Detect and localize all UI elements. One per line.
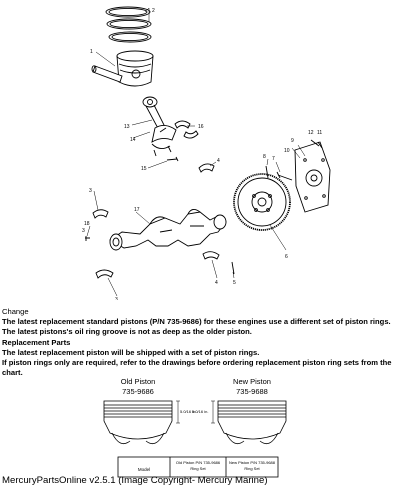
old-piston-title: Old Piston <box>121 377 156 386</box>
callout-14: 14 <box>130 137 136 143</box>
flywheel <box>233 173 291 231</box>
callout-15: 15 <box>141 166 147 172</box>
change-text-1: The latest replacement standard pistons … <box>2 317 391 327</box>
callouts: 1 2 3 4 5 6 7 8 9 10 11 12 13 14 15 16 1… <box>82 8 322 300</box>
new-piston-dim: 5.0/16 in. <box>192 409 208 414</box>
rod-bolt <box>166 156 179 162</box>
copyright-caption: MercuryPartsOnline v2.5.1 (Image Copyrig… <box>2 475 268 486</box>
callout-3c: 3 <box>115 297 118 300</box>
callout-5: 5 <box>233 280 236 286</box>
callout-12: 12 <box>308 130 314 136</box>
piston-pin <box>91 65 123 83</box>
callout-2: 2 <box>152 8 155 14</box>
piston-comparison: Old Piston 735-9686 New Piston 735-9688 <box>103 377 287 478</box>
callout-16: 16 <box>198 124 204 130</box>
change-text-2: The latest pistons's oil ring groove is … <box>2 327 252 337</box>
service-notes: Change The latest replacement standard p… <box>2 307 398 378</box>
crankshaft <box>109 209 227 251</box>
table-sub-new: Ring Set <box>244 466 260 471</box>
heading-change: Change <box>2 307 29 316</box>
callout-9: 9 <box>291 138 294 144</box>
callout-7: 7 <box>272 156 275 162</box>
exploded-parts-diagram: 1 2 3 4 5 6 7 8 9 10 11 12 13 14 15 16 1… <box>82 6 331 300</box>
callout-17: 17 <box>134 207 140 213</box>
key <box>231 261 235 275</box>
piston-rings <box>105 6 152 43</box>
plug <box>85 236 90 241</box>
callout-10: 10 <box>284 148 290 154</box>
callout-8: 8 <box>263 154 266 160</box>
flywheel-bolt <box>276 171 293 181</box>
rod-bearings <box>159 120 199 139</box>
old-piston-dim: 5.0/16 in. <box>180 409 196 414</box>
callout-13: 13 <box>124 124 130 130</box>
callout-1: 1 <box>90 49 93 55</box>
flywheel-coupler <box>294 141 331 213</box>
table-col-new: New Piston P/N 735-9688 <box>229 460 276 465</box>
new-piston-title: New Piston <box>233 377 271 386</box>
new-piston-pn: 735-9688 <box>236 387 268 396</box>
replacement-text-2: If piston rings only are required, refer… <box>2 358 392 378</box>
main-bearing-upper <box>198 163 215 173</box>
main-bearing-lower <box>202 251 220 260</box>
table-col-old: Old Piston P/N 735-9686 <box>176 460 221 465</box>
callout-4b: 4 <box>215 280 218 286</box>
heading-replacement: Replacement Parts <box>2 337 71 347</box>
callout-6: 6 <box>285 254 288 260</box>
old-piston-drawing <box>103 400 173 445</box>
connecting-rod <box>142 96 177 157</box>
new-piston-drawing <box>217 400 287 445</box>
callout-11: 11 <box>317 130 322 136</box>
replacement-text-1: The latest replacement piston will be sh… <box>2 347 260 357</box>
piston <box>116 50 154 87</box>
callout-3: 3 <box>89 188 92 194</box>
flywheel-washer <box>265 165 269 179</box>
callout-3b: 3 <box>82 228 85 234</box>
old-piston-pn: 735-9686 <box>122 387 154 396</box>
callout-4: 4 <box>217 158 220 164</box>
table-col-model: Model <box>138 467 150 472</box>
coupler-bolts <box>310 139 323 149</box>
callout-18: 18 <box>84 221 90 227</box>
main-bearing <box>92 209 109 219</box>
main-bearing-lower-rear <box>95 269 114 279</box>
table-sub-old: Ring Set <box>190 466 206 471</box>
